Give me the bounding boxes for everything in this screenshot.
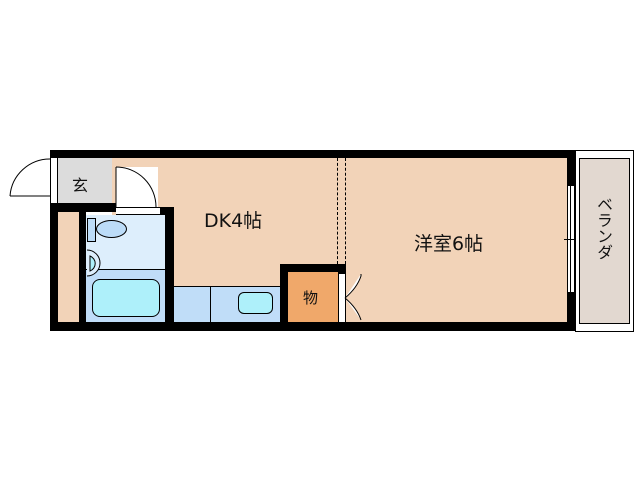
kitchen-sink[interactable] [238, 292, 273, 314]
shoe-closet [58, 212, 79, 322]
wall-right-upper [567, 150, 575, 186]
western-room [345, 158, 569, 324]
veranda-label: ベランダ [594, 196, 613, 260]
veranda [579, 158, 630, 324]
counter-divider [210, 286, 211, 322]
wall-top [50, 150, 575, 158]
toilet-bowl[interactable] [96, 220, 127, 238]
room-divider-dashed [337, 158, 346, 264]
wall-storage-left [280, 264, 288, 322]
storage-label: 物 [303, 289, 319, 307]
bathroom-door-icon[interactable] [115, 166, 163, 208]
entrance-door-icon[interactable] [8, 158, 52, 204]
toilet-tank [87, 218, 96, 242]
wall-storage-right [338, 264, 346, 274]
bathroom-door-jamb [116, 207, 160, 215]
wall-storage-top [280, 264, 346, 272]
wall-shoe-divider [79, 212, 86, 322]
western-room-label: 洋室6帖 [414, 233, 484, 255]
bathtub[interactable] [92, 279, 160, 317]
wall-entrance-bottom [50, 203, 116, 212]
storage [288, 272, 338, 322]
wall-right-lower [567, 292, 575, 331]
dk-label: DK4帖 [204, 210, 263, 232]
wall-bottom [50, 322, 575, 331]
wall-left-lower [50, 203, 58, 331]
wall-left-upper [50, 150, 58, 158]
entrance [58, 158, 112, 203]
storage-door-icon[interactable] [344, 274, 367, 322]
entrance-label: 玄 [72, 176, 89, 195]
wall-bath-right [165, 207, 174, 322]
window-mid-mark [564, 239, 576, 240]
entrance-door-jamb [50, 158, 58, 203]
wash-basin-icon [86, 249, 101, 277]
